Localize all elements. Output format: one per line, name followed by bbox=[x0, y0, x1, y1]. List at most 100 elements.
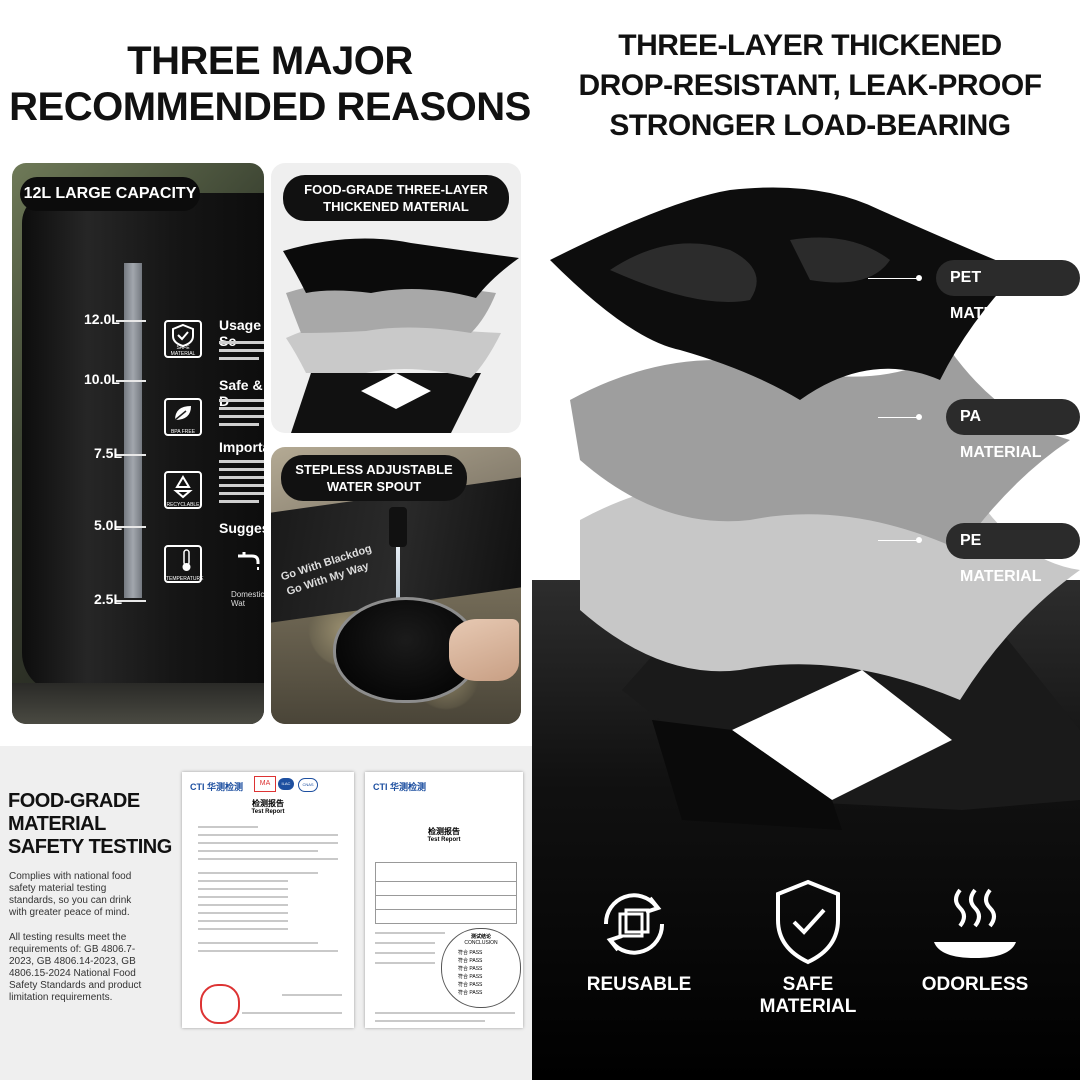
scale-tick bbox=[116, 454, 146, 456]
pass-item: 符合 PASS bbox=[458, 966, 483, 972]
material-panel: FOOD-GRADE THREE-LAYER THICKENED MATERIA… bbox=[271, 163, 521, 433]
report-line bbox=[198, 912, 288, 914]
pass-item: 符合 PASS bbox=[458, 958, 483, 964]
water-bag-image bbox=[22, 193, 264, 693]
report-title-en: Test Report bbox=[427, 837, 461, 843]
scale-tick bbox=[116, 380, 146, 382]
report-brand: CTI 华测检测 bbox=[373, 782, 426, 792]
report-line bbox=[198, 896, 288, 898]
pa-leader-line bbox=[878, 417, 918, 418]
report-line bbox=[198, 842, 338, 844]
leaf-icon: BPA FREE bbox=[164, 398, 202, 436]
spout-panel: Go With Blackdog Go With My Way STEPLESS… bbox=[271, 447, 521, 724]
faucet-caption: Domestic Wat bbox=[231, 590, 264, 608]
capacity-badge: 12L LARGE CAPACITY bbox=[20, 177, 200, 211]
feature-label: RECYCLABLE bbox=[166, 502, 200, 508]
feature-label: BPA FREE bbox=[170, 429, 196, 435]
cnas-badge: CNAS bbox=[298, 778, 318, 792]
report-line bbox=[198, 834, 338, 836]
right-title-line1: THREE-LAYER THICKENED bbox=[618, 29, 1002, 62]
spout[interactable] bbox=[389, 507, 407, 547]
report-line bbox=[198, 826, 258, 828]
text-line bbox=[219, 500, 259, 503]
scale-label: 5.0L bbox=[94, 517, 123, 533]
text-line bbox=[219, 460, 264, 463]
report-line bbox=[375, 942, 435, 944]
right-title-line2: DROP-RESISTANT, LEAK-PROOF bbox=[578, 69, 1042, 102]
report-title-cn: 检测报告 bbox=[252, 799, 284, 808]
pe-label: PE MATERIAL bbox=[946, 523, 1080, 585]
report-line bbox=[282, 994, 342, 996]
water-level-window bbox=[124, 263, 142, 598]
report-line bbox=[375, 952, 435, 954]
material-badge-line1: FOOD-GRADE THREE-LAYER bbox=[304, 182, 488, 197]
report-line bbox=[375, 962, 435, 964]
safety-heading: FOOD-GRADE MATERIAL SAFETY TESTING bbox=[8, 790, 172, 859]
scale-label: 12.0L bbox=[84, 311, 120, 327]
pass-item: 符合 PASS bbox=[458, 990, 483, 996]
table-surface bbox=[12, 683, 264, 724]
safety-heading-line1: FOOD-GRADE bbox=[8, 790, 140, 812]
scale-label: 2.5L bbox=[94, 591, 123, 607]
text-line bbox=[219, 484, 264, 487]
recycle-icon: RECYCLABLE bbox=[164, 471, 202, 509]
ma-badge: MA bbox=[254, 776, 276, 792]
layers-thumbnail bbox=[283, 238, 519, 433]
capacity-panel: 12.0L 10.0L 7.5L 5.0L 2.5L 12L LARGE CAP… bbox=[12, 163, 264, 724]
feature-heading: Suggest bbox=[219, 520, 264, 536]
feature-label: TEMPERATURE bbox=[166, 576, 204, 582]
material-badge: FOOD-GRADE THREE-LAYER THICKENED MATERIA… bbox=[283, 175, 509, 221]
text-line bbox=[219, 423, 259, 426]
conclusion-en: CONCLUSION bbox=[464, 940, 498, 946]
pet-leader-line bbox=[868, 278, 918, 279]
spout-badge-line2: WATER SPOUT bbox=[326, 479, 422, 494]
thermometer-icon: TEMPERATURE bbox=[164, 545, 204, 583]
report-brand: CTI 华测检测 bbox=[190, 782, 243, 792]
text-line bbox=[219, 468, 264, 471]
pe-dot bbox=[916, 537, 922, 543]
report-line bbox=[198, 888, 288, 890]
report-line bbox=[198, 920, 288, 922]
left-title: THREE MAJOR RECOMMENDED REASONS bbox=[0, 38, 540, 130]
red-seal-icon bbox=[200, 984, 240, 1024]
feature-heading: Importan bbox=[219, 439, 264, 455]
feature-heading: Safe & D bbox=[219, 377, 263, 409]
report-title-en: Test Report bbox=[251, 809, 285, 815]
pass-item: 符合 PASS bbox=[458, 950, 483, 956]
safe-material-icon bbox=[776, 879, 840, 965]
scale-tick bbox=[116, 526, 146, 528]
pet-layer bbox=[550, 187, 1020, 400]
faucet-icon bbox=[236, 550, 262, 572]
report-line bbox=[375, 1012, 515, 1014]
report-line bbox=[198, 872, 318, 874]
spout-badge: STEPLESS ADJUSTABLE WATER SPOUT bbox=[281, 455, 467, 501]
pa-layer bbox=[570, 350, 1070, 550]
water-stream bbox=[396, 547, 400, 627]
safety-heading-line3: SAFETY TESTING bbox=[8, 836, 172, 858]
odorless-icon bbox=[934, 888, 1016, 958]
pe-leader-line bbox=[878, 540, 918, 541]
text-line bbox=[219, 476, 264, 479]
text-line bbox=[219, 407, 264, 410]
safe-material-label: SAFE MATERIAL bbox=[759, 974, 857, 1017]
material-badge-line2: THICKENED MATERIAL bbox=[323, 199, 469, 214]
pass-item: 符合 PASS bbox=[458, 974, 483, 980]
pet-label: PET MATERIAL bbox=[936, 260, 1080, 322]
report-line bbox=[198, 904, 288, 906]
report-line bbox=[198, 850, 318, 852]
safety-paragraph-2: All testing results meet the requirement… bbox=[9, 932, 142, 1003]
report-line bbox=[198, 928, 288, 930]
text-line bbox=[219, 492, 264, 495]
report-line bbox=[198, 950, 338, 952]
odorless-label: ODORLESS bbox=[921, 974, 1029, 995]
report-title-cn: 检测报告 bbox=[428, 827, 460, 836]
report-line bbox=[375, 1020, 485, 1022]
pass-item: 符合 PASS bbox=[458, 982, 483, 988]
test-report-page-2: CTI 华测检测 检测报告 Test Report 测试结论 CONCLUSIO… bbox=[365, 772, 523, 1028]
pet-dot bbox=[916, 275, 922, 281]
report-line bbox=[198, 880, 288, 882]
pa-label: PA MATERIAL bbox=[946, 399, 1080, 461]
feature-heading: Usage Sc bbox=[219, 317, 262, 349]
safety-paragraph-1: Complies with national food safety mater… bbox=[9, 871, 132, 918]
text-line bbox=[219, 357, 259, 360]
